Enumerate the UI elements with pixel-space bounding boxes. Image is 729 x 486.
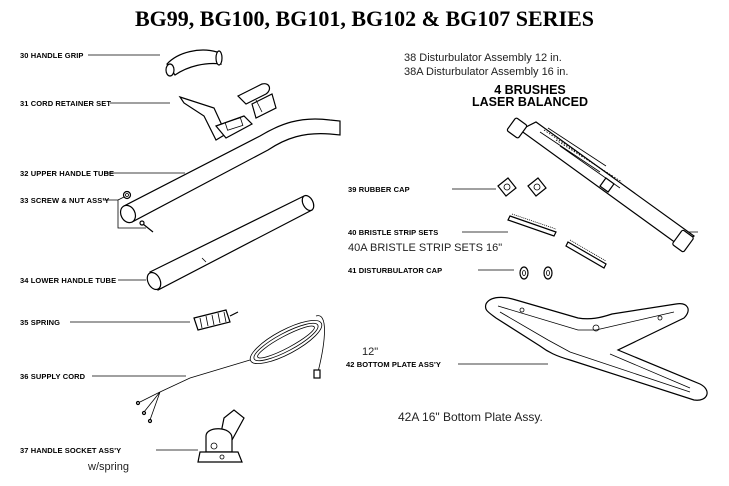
label-disturbulator-cap: 41 DISTURBULATOR CAP — [348, 266, 443, 275]
disturbulator-cap-icon — [519, 266, 553, 280]
note-bottom-plate-16: 42A 16" Bottom Plate Assy. — [398, 410, 543, 424]
label-upper-handle-tube: 32 UPPER HANDLE TUBE — [20, 169, 115, 178]
spring-icon — [193, 309, 239, 331]
supply-cord-icon — [135, 315, 325, 424]
label-bottom-plate: 42 BOTTOM PLATE ASS'Y — [346, 360, 442, 369]
label-cord-retainer-set: 31 CORD RETAINER SET — [20, 99, 112, 108]
label-screw-and-nut: 33 SCREW & NUT ASS'Y — [20, 196, 110, 205]
handle-socket-icon — [197, 409, 245, 463]
rubber-cap-icon — [497, 177, 547, 197]
label-supply-cord: 36 SUPPLY CORD — [20, 372, 86, 381]
disturbulator-assembly-icon — [506, 117, 696, 253]
label-rubber-cap: 39 RUBBER CAP — [348, 185, 410, 194]
brush-note-line2: LASER BALANCED — [472, 95, 588, 109]
bristle-strip-icon — [507, 213, 607, 269]
lower-handle-tube-icon — [146, 194, 315, 291]
label-bristle-strip-sets: 40 BRISTLE STRIP SETS — [348, 228, 439, 237]
note-disturbulator-16: 38A Disturbulator Assembly 16 in. — [404, 66, 569, 78]
screw-and-nut-icon — [122, 190, 154, 233]
brush-note-line1: 4 BRUSHES — [494, 83, 566, 97]
upper-handle-tube-icon — [119, 118, 341, 224]
leader-line-33 — [103, 199, 146, 229]
page-title: BG99, BG100, BG101, BG102 & BG107 SERIES — [134, 6, 595, 31]
note-disturbulator-12: 38 Disturbulator Assembly 12 in. — [404, 52, 562, 64]
label-handle-socket: 37 HANDLE SOCKET ASS'Y — [20, 446, 122, 455]
label-lower-handle-tube: 34 LOWER HANDLE TUBE — [20, 276, 117, 285]
handle-grip-icon — [165, 49, 223, 77]
label-spring: 35 SPRING — [20, 318, 61, 327]
cord-retainer-set-icon — [178, 83, 277, 141]
bottom-plate-icon — [484, 296, 708, 401]
note-bristle-strip-16: 40A BRISTLE STRIP SETS 16" — [348, 242, 503, 254]
label-handle-grip: 30 HANDLE GRIP — [20, 51, 84, 60]
brush-note: 4 BRUSHES LASER BALANCED — [430, 83, 630, 109]
note-with-spring: w/spring — [88, 461, 129, 473]
note-twelve-inch: 12" — [362, 346, 379, 358]
